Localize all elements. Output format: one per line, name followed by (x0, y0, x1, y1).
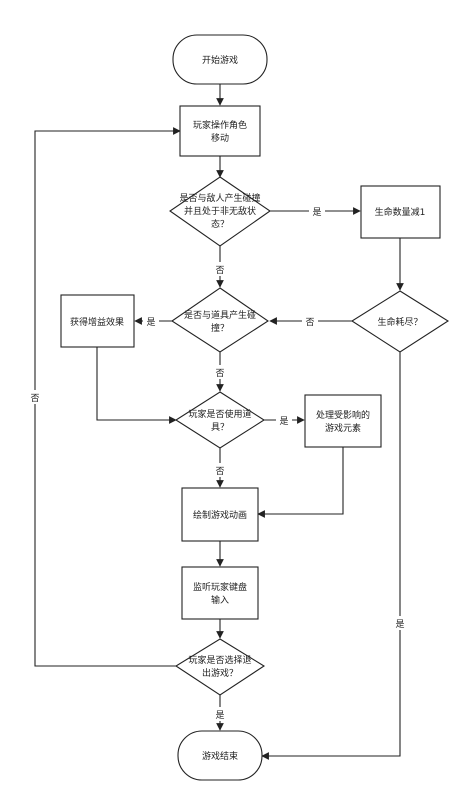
edge-gain-to-use-check (96, 347, 177, 424)
edge-label-life-no: 否 (305, 317, 314, 328)
enemy-check-line-3: 态？ (211, 218, 229, 230)
life-decrease-node: 生命数量减1 (360, 185, 441, 239)
use-item-check-line-2: 具？ (211, 422, 229, 433)
start-label: 开始游戏 (202, 54, 238, 66)
edge-label-exit-yes: 是 (215, 710, 224, 721)
exit-check-line-2: 出游戏？ (202, 667, 238, 679)
edge-label-use-yes: 是 (279, 416, 288, 427)
item-check-line-2: 撞？ (211, 322, 229, 334)
edge-label-exit-no: 否 (30, 393, 39, 404)
process-effect-line-2: 游戏元素 (325, 422, 361, 434)
exit-check-node: 玩家是否选择退 出游戏？ (174, 638, 266, 696)
edge-label-enemy-no: 否 (215, 265, 224, 276)
end-node: 游戏结束 (177, 730, 263, 781)
move-label-line-1: 玩家操作角色 (193, 119, 247, 131)
move-label-line-2: 移动 (211, 132, 229, 144)
item-check-node: 是否与道具产生碰 撞？ (171, 287, 269, 353)
use-item-check-node: 玩家是否使用道 具？ (174, 391, 266, 449)
use-item-check-line-1: 玩家是否使用道 (188, 408, 251, 420)
life-decrease-label: 生命数量减1 (375, 206, 426, 218)
edge-exit-no (34, 127, 181, 667)
gain-effect-label: 获得增益效果 (70, 316, 124, 328)
gain-effect-node: 获得增益效果 (60, 294, 135, 348)
life-exhausted-label: 生命耗尽？ (377, 316, 422, 328)
edge-process-to-draw (257, 447, 344, 518)
process-effect-node: 处理受影响的 游戏元素 (304, 394, 382, 448)
enemy-check-node: 是否与敌人产生碰撞 并且处于非无敌状 态？ (169, 176, 271, 247)
edge-label-enemy-yes: 是 (312, 207, 321, 218)
enemy-check-line-1: 是否与敌人产生碰撞 (179, 192, 260, 204)
edge-label-item-yes: 是 (146, 317, 155, 328)
draw-label: 绘制游戏动画 (193, 509, 247, 521)
process-effect-line-1: 处理受影响的 (316, 409, 370, 421)
item-check-line-1: 是否与道具产生碰 (184, 309, 256, 321)
draw-node: 绘制游戏动画 (181, 487, 259, 542)
edge-labels: 是 否 否 是 否 是 否 是 否 是 (27, 204, 408, 721)
enemy-check-line-2: 并且处于非无敌状 (184, 205, 256, 217)
exit-check-line-1: 玩家是否选择退 (188, 654, 251, 666)
listen-line-2: 输入 (211, 594, 229, 606)
edge-label-use-no: 否 (215, 466, 224, 477)
life-exhausted-node: 生命耗尽？ (350, 290, 450, 353)
start-node: 开始游戏 (172, 34, 268, 85)
edge-label-item-no: 否 (215, 368, 224, 379)
end-label: 游戏结束 (202, 750, 238, 762)
edge-label-life-yes: 是 (395, 619, 404, 630)
listen-node: 监听玩家键盘 输入 (181, 566, 259, 620)
move-node: 玩家操作角色 移动 (179, 105, 261, 157)
listen-line-1: 监听玩家键盘 (193, 581, 247, 593)
edge-life-yes (261, 352, 401, 760)
